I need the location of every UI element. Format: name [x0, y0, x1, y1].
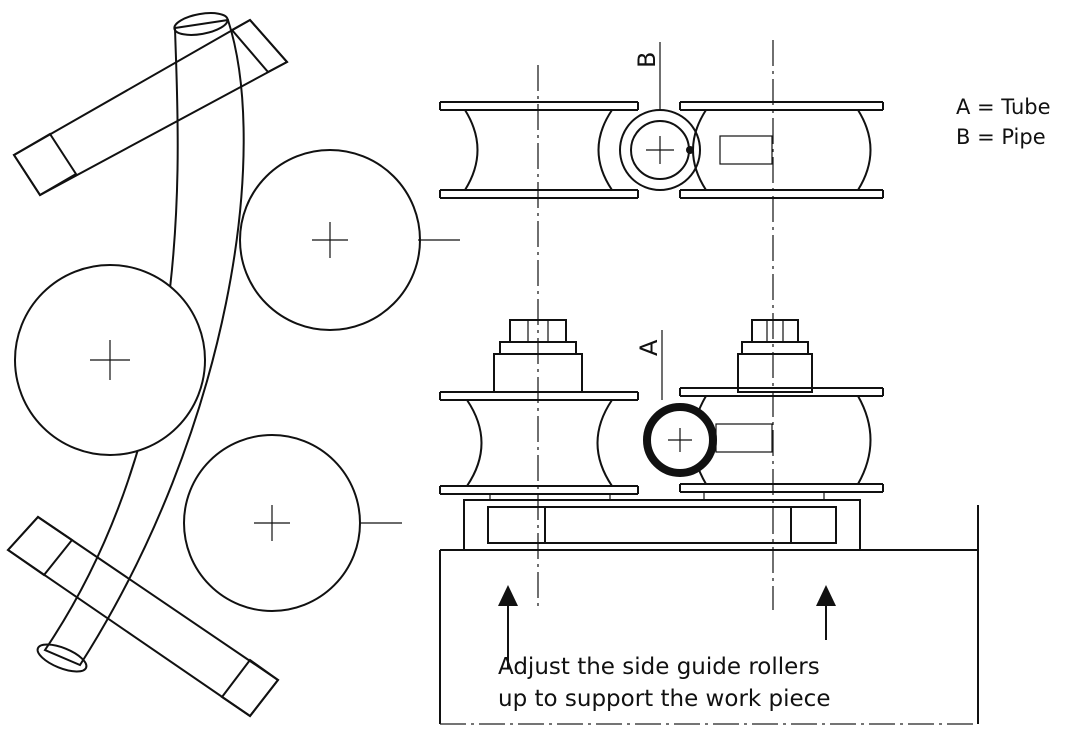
- legend: A = Tube B = Pipe: [956, 92, 1051, 152]
- adjust-caption: Adjust the side guide rollers up to supp…: [498, 651, 830, 715]
- upper-right-roller: [239, 149, 460, 331]
- lower-left-roller-assembly: [439, 319, 639, 495]
- legend-tube: A = Tube: [956, 95, 1051, 119]
- left-roller: [14, 264, 206, 456]
- left-adjust-arrow: [498, 585, 518, 668]
- base-plate: [463, 491, 861, 551]
- legend-pipe: B = Pipe: [956, 125, 1046, 149]
- caption-line-2: up to support the work piece: [498, 686, 831, 712]
- tube-cross-section: [643, 403, 717, 477]
- upper-right-groove-roller: [679, 101, 884, 199]
- top-guide-arm: [12, 18, 289, 197]
- curved-work-piece: [36, 12, 245, 673]
- upper-left-groove-roller: [439, 101, 639, 199]
- front-view: B: [439, 40, 979, 725]
- side-view: [6, 12, 460, 718]
- b-marker: B: [633, 52, 661, 68]
- caption-line-1: Adjust the side guide rollers: [498, 654, 820, 680]
- lower-right-roller: [183, 434, 402, 612]
- pipe-cross-section: [619, 109, 701, 191]
- lower-right-roller-assembly: [679, 319, 884, 493]
- bottom-guide-arm: [6, 515, 280, 718]
- machine-housing: [439, 505, 979, 725]
- right-adjust-arrow: [816, 585, 836, 640]
- a-marker: A: [635, 339, 663, 356]
